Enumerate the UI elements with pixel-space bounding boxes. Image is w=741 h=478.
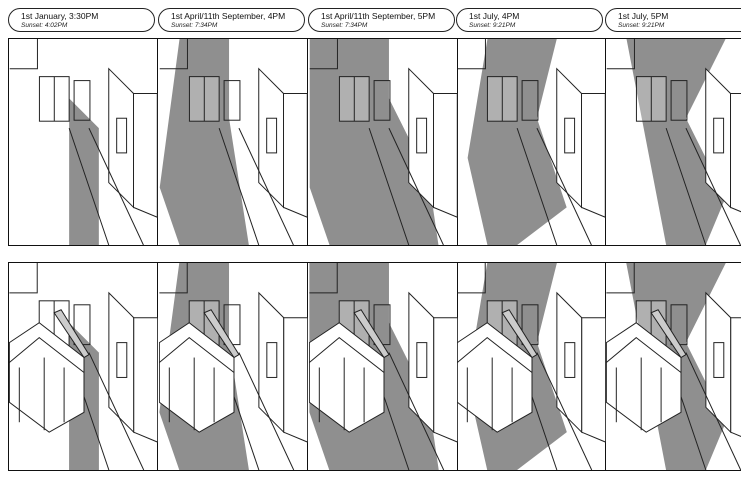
panel-sunset: Sunset: 7:34PM <box>171 22 218 29</box>
panel-sunset: Sunset: 9:21PM <box>618 22 665 29</box>
shadow-sketch <box>457 263 606 470</box>
panel-sunset: Sunset: 4:02PM <box>21 22 68 29</box>
shadow-sketch <box>606 263 741 470</box>
shadow-study-row-existing <box>8 38 741 246</box>
panel-title: 1st July, 5PM <box>618 11 669 21</box>
shadow-sketch <box>9 263 158 470</box>
shadow-panel <box>457 39 606 245</box>
panel-sunset: Sunset: 9:21PM <box>469 22 516 29</box>
shadow-sketch <box>457 39 606 245</box>
shadow-panel <box>9 263 158 470</box>
panel-title: 1st April/11th September, 4PM <box>171 11 286 21</box>
shadow-panel <box>9 39 158 245</box>
shadow-panel <box>159 39 308 245</box>
shadow-panel <box>606 263 741 470</box>
shadow-sketch <box>309 263 458 470</box>
shadow-panel <box>309 263 458 470</box>
panel-title: 1st January, 3:30PM <box>21 11 99 21</box>
shadow-panel <box>457 263 606 470</box>
shadow-panel <box>159 263 308 470</box>
shadow-sketch <box>309 39 458 245</box>
shadow-sketch <box>159 39 308 245</box>
shadow-panel <box>606 39 741 245</box>
panel-title: 1st July, 4PM <box>469 11 520 21</box>
shadow-panel <box>309 39 458 245</box>
shadow-sketch <box>606 39 741 245</box>
shadow-sketch <box>159 263 308 470</box>
shadow-study-row-proposed <box>8 262 741 471</box>
panel-sunset: Sunset: 7:34PM <box>321 22 368 29</box>
panel-title: 1st April/11th September, 5PM <box>321 11 436 21</box>
shadow-sketch <box>9 39 158 245</box>
